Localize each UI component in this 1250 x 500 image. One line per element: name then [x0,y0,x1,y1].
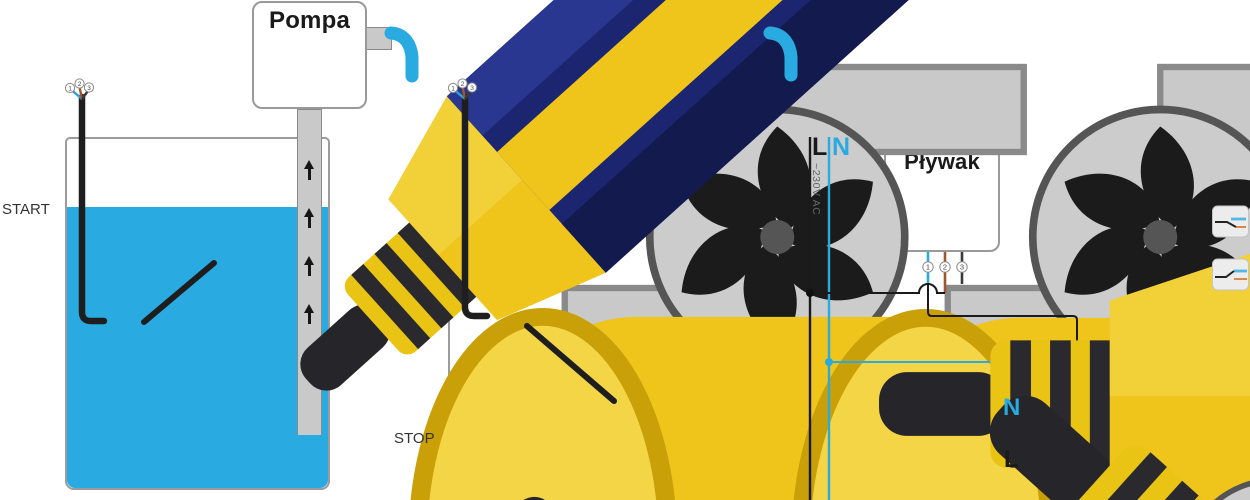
pump-box-start: Pompa [252,1,367,109]
float-box-title: Pływak [904,149,980,174]
svg-text:2: 2 [943,263,947,272]
pump-terminal-n: N [1003,394,1021,421]
phase-branch-to-wire2 [810,283,945,294]
flow-arrow-up-icon [682,208,696,229]
cable-wire-number-2: 2 [74,78,85,89]
phase-junction-dot [806,289,814,297]
water-start-high-level [67,207,328,488]
float-switch-box: Pływak [884,143,1000,252]
flow-arrow-up-icon [303,352,317,373]
svg-text:3: 3 [960,263,964,272]
flow-arrow-up-icon [682,256,696,277]
flow-arrow-up-icon [682,304,696,325]
float-up-illustration [1160,0,1250,500]
svg-text:3: 3 [87,85,91,92]
svg-text:3: 3 [470,85,474,92]
svg-text:1: 1 [68,85,72,92]
pump-schematic-title: Pompa [906,389,988,416]
cable-wire-number-3: 3 [83,82,95,93]
stop-label: STOP [394,430,435,447]
schematic-wire-number-2: 2 [939,261,951,273]
pump-impeller-icon [1120,448,1250,500]
flow-arrow-up-icon [303,208,317,229]
float-up-detail-box [1133,129,1248,237]
pump-title-start: Pompa [268,7,350,34]
cable-wire-number-2: 2 [457,78,468,89]
schematic-wire-number-3: 3 [956,261,968,273]
pump-box-stop: Pompa [628,1,745,109]
flow-arrow-up-icon [303,160,317,181]
svg-text:2: 2 [461,81,465,88]
neutral-line-label: N [832,133,851,161]
voltage-label: ~230V AC [810,163,822,216]
water-stop-low-level [450,436,708,488]
water-spout-stop [763,26,798,82]
pump-terminal-l: L [1004,446,1019,473]
pump-outlet-stop [744,27,771,50]
pump-title-stop: Pompa [645,7,727,34]
flow-arrow-up-icon [303,304,317,325]
svg-text:1: 1 [451,85,455,92]
cable-wire-number-3: 3 [466,82,478,93]
cable-wire-number-1: 1 [64,82,76,94]
svg-text:1: 1 [926,263,930,272]
water-spout-start [384,26,419,83]
neutral-junction-dot [825,358,833,366]
flow-arrow-up-icon [682,352,696,373]
pump-outlet-start [366,27,392,50]
cable-wire-number-1: 1 [447,82,459,94]
svg-text:2: 2 [78,81,82,88]
schematic-wire-number-1: 1 [922,261,934,273]
start-label: START [2,201,50,218]
float-down-detail-box [1133,252,1248,358]
flow-arrow-up-icon [303,256,317,277]
flow-arrow-up-icon [682,160,696,181]
phase-line-label: L [812,133,828,161]
